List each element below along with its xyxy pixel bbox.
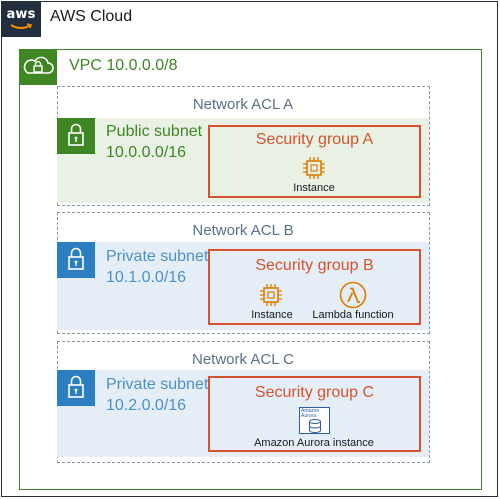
security-group-b — [208, 249, 421, 325]
public-subnet-label: Public subnet 10.0.0.0/16 — [106, 121, 202, 163]
subnet-name: Private subnet — [106, 248, 209, 265]
security-group-c — [208, 376, 421, 452]
public-subnet — [57, 118, 429, 203]
subnet-cidr: 10.1.0.0/16 — [106, 269, 187, 286]
subnet-cidr: 10.2.0.0/16 — [106, 397, 187, 414]
network-acl-c-title: Network ACL C — [192, 351, 294, 368]
vpc-cloud-lock-icon — [19, 49, 57, 85]
cloud-title: AWS Cloud — [50, 8, 133, 25]
private-subnet-lock-icon — [57, 370, 95, 406]
subnet-name: Public subnet — [106, 123, 203, 140]
private-subnet-b — [57, 242, 429, 330]
vpc-boundary — [19, 49, 482, 490]
resource-label: Amazon Aurora instance — [254, 437, 374, 449]
subnet-name: Private subnet — [106, 376, 209, 393]
lambda-icon — [339, 281, 367, 309]
aws-logo-icon: aws — [1, 1, 41, 37]
private-subnet-label: Private subnet 10.1.0.0/16 — [106, 246, 208, 288]
ec2-instance-icon — [260, 284, 282, 306]
private-subnet-c — [57, 370, 429, 457]
aws-logo-text: aws — [6, 7, 36, 22]
aws-smile-icon — [10, 23, 32, 29]
aurora-icon-text: Amazon Aurora — [301, 408, 320, 419]
public-subnet-lock-icon — [57, 118, 95, 154]
security-group-b-title: Security group B — [255, 257, 374, 274]
ec2-instance-icon — [303, 157, 325, 179]
private-subnet-lock-icon — [57, 242, 95, 278]
security-group-a-title: Security group A — [255, 131, 374, 148]
security-group-a — [208, 125, 421, 198]
resource-label: Lambda function — [312, 309, 394, 321]
subnet-cidr: 10.0.0.0/16 — [106, 144, 187, 161]
vpc-title: VPC 10.0.0.0/8 — [69, 57, 178, 74]
network-acl-b-title: Network ACL B — [192, 222, 294, 239]
resource-label: Instance — [293, 182, 335, 194]
database-icon — [309, 419, 321, 433]
network-acl-a-title: Network ACL A — [192, 96, 294, 113]
aurora-db-icon: Amazon Aurora — [299, 407, 330, 434]
private-subnet-label: Private subnet 10.2.0.0/16 — [106, 374, 208, 416]
security-group-c-title: Security group C — [254, 384, 375, 401]
resource-label: Instance — [251, 309, 293, 321]
